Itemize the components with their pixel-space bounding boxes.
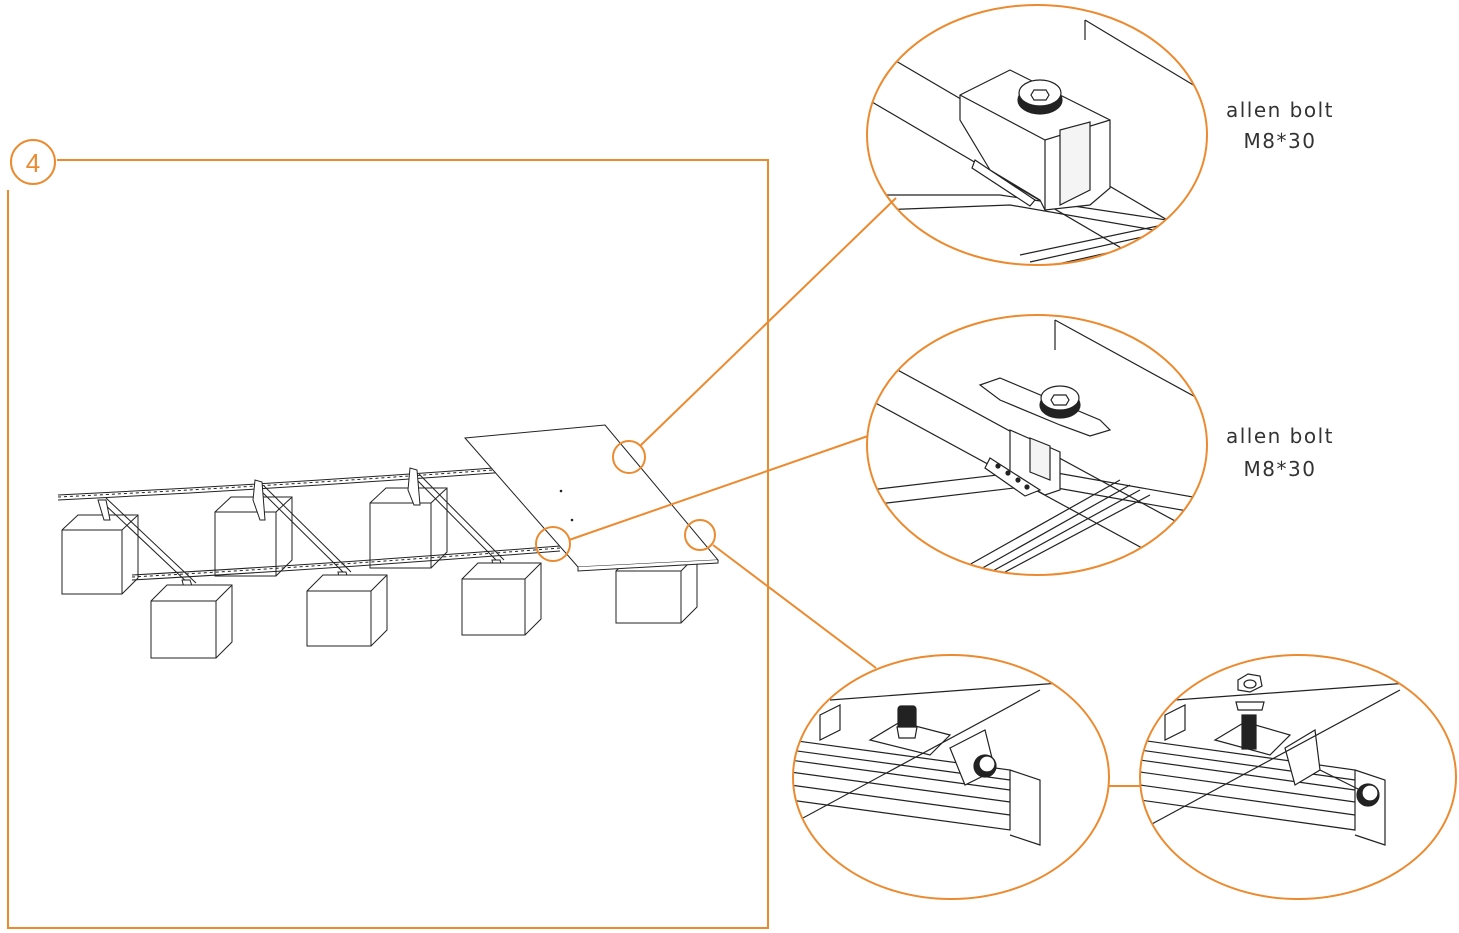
detail-bottom-left bbox=[792, 654, 1110, 900]
brace bbox=[99, 473, 505, 586]
step-frame bbox=[7, 159, 769, 929]
ballast-block bbox=[150, 584, 233, 659]
mounting-system bbox=[57, 424, 720, 659]
ballast-block bbox=[461, 562, 542, 636]
leader-lines bbox=[568, 197, 1141, 787]
ballast-block bbox=[306, 574, 388, 647]
marker-top bbox=[612, 440, 646, 474]
callout-middle-line2: M8*30 bbox=[1244, 457, 1317, 481]
ballast-block bbox=[61, 514, 139, 595]
detail-middle: allen bolt M8*30 bbox=[866, 314, 1334, 576]
callout-top-line2: M8*30 bbox=[1244, 129, 1317, 153]
rail-back bbox=[57, 465, 521, 501]
step-number: 4 bbox=[26, 148, 40, 178]
step-badge: 4 bbox=[10, 139, 56, 185]
marker-edge bbox=[684, 519, 716, 551]
callout-middle-line1: allen bolt bbox=[1226, 424, 1334, 448]
detail-bottom-right bbox=[1139, 654, 1457, 900]
marker-middle bbox=[535, 526, 571, 562]
detail-markers bbox=[535, 440, 716, 562]
solar-panel bbox=[463, 424, 720, 572]
callout-top-line1: allen bolt bbox=[1226, 98, 1334, 122]
ballast-block bbox=[214, 496, 293, 577]
detail-top: allen bolt M8*30 bbox=[866, 4, 1334, 266]
ballast-block bbox=[369, 487, 448, 569]
